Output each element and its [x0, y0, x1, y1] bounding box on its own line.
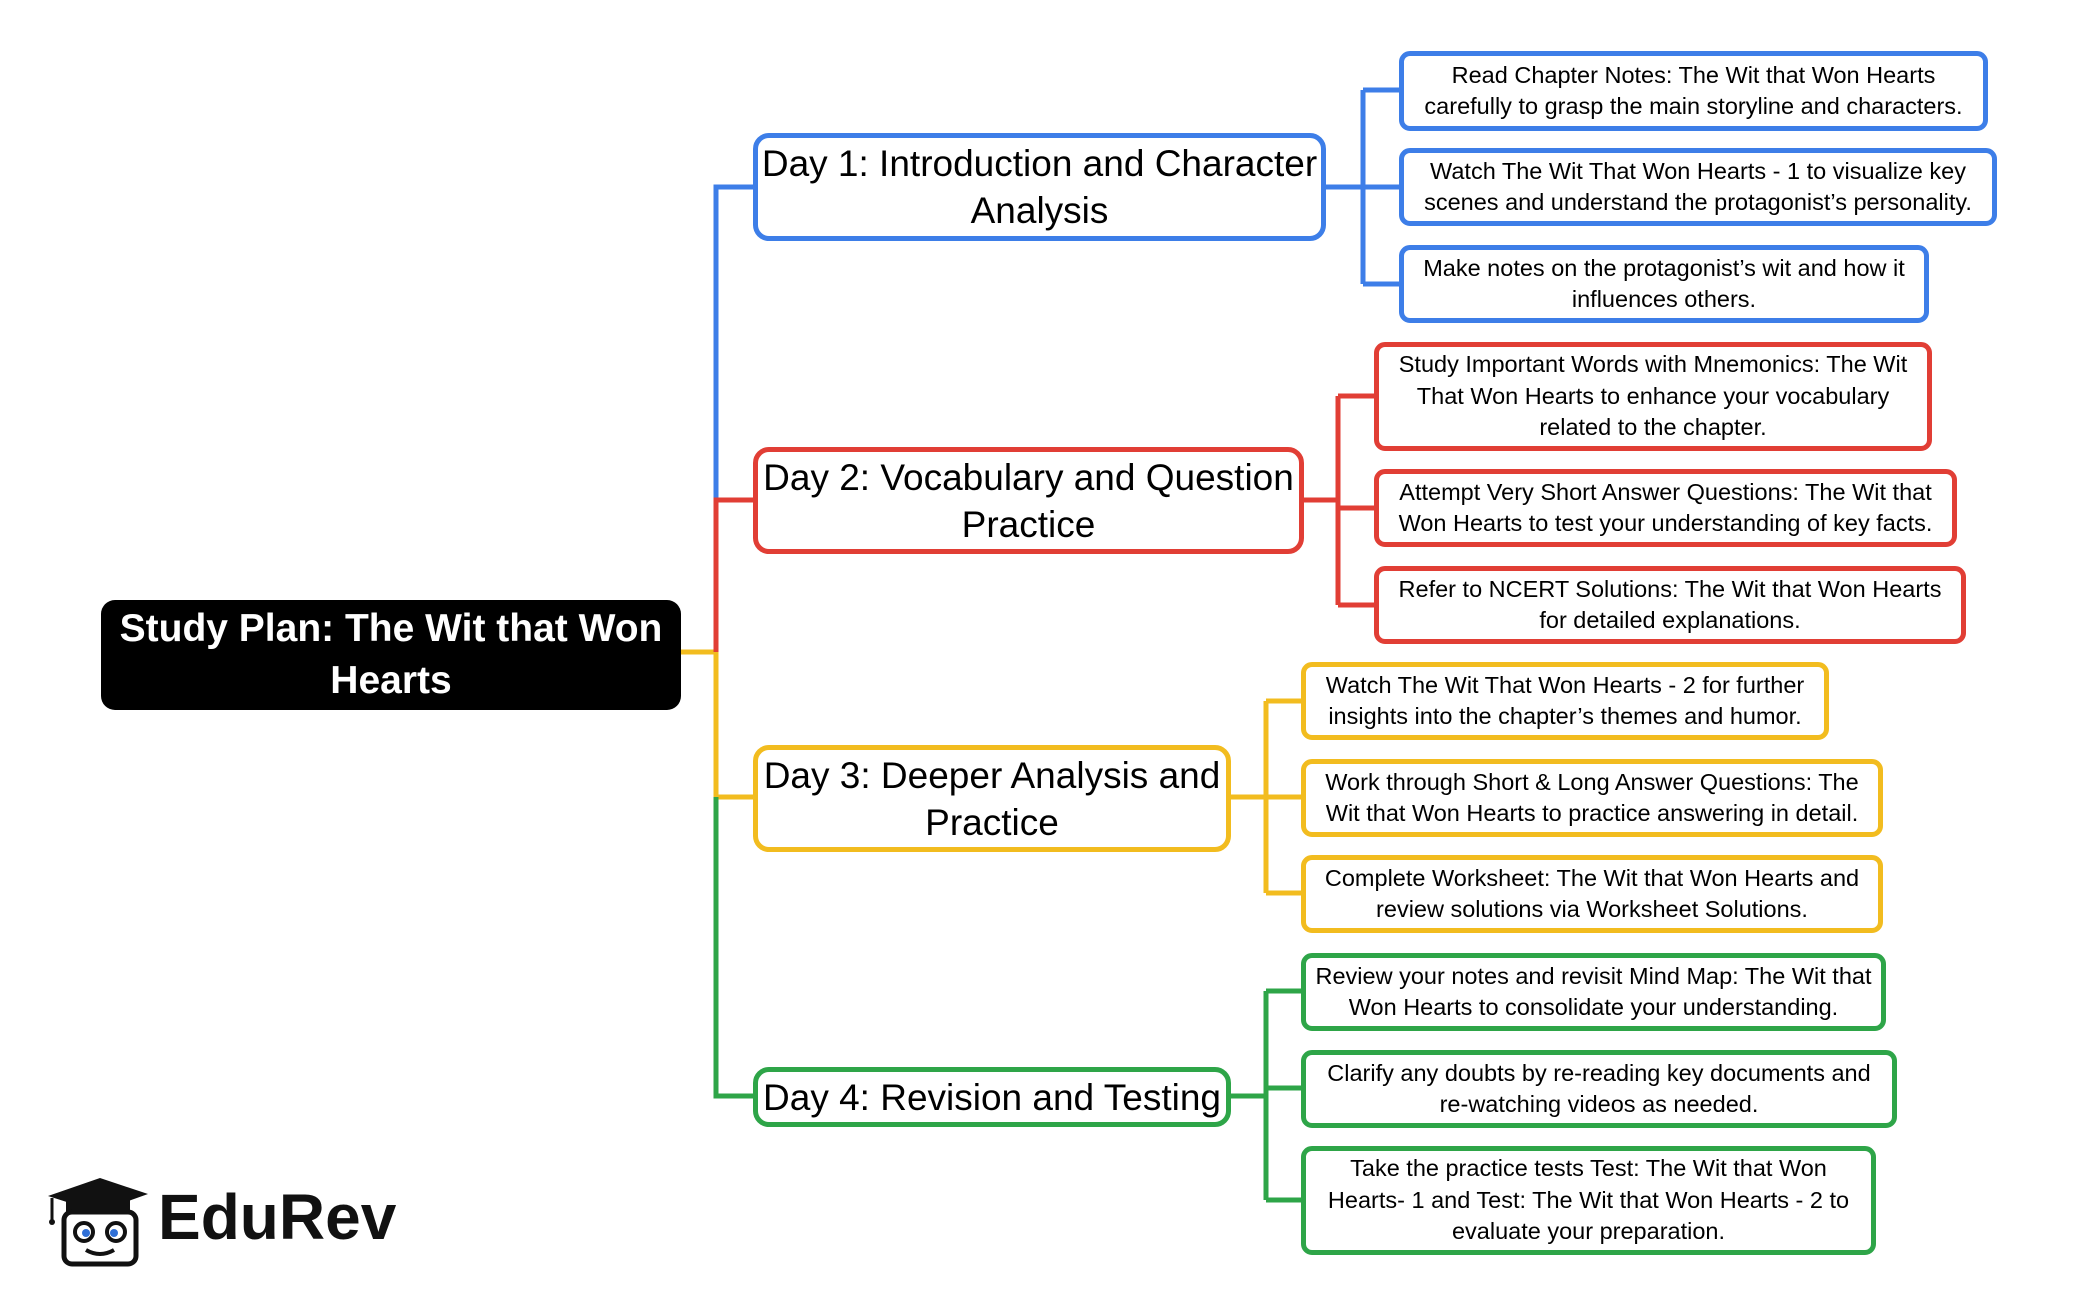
graduation-cap-mascot-icon: [48, 1178, 148, 1267]
day2-node: Day 2: Vocabulary and Question Practice: [753, 447, 1304, 554]
connector-trunk-yellow: [713, 652, 755, 800]
day1-task-1: Read Chapter Notes: The Wit that Won Hea…: [1399, 51, 1988, 131]
root-title: Study Plan: The Wit that Won Hearts: [119, 607, 663, 702]
day4-title: Day 4: Revision and Testing: [763, 1076, 1221, 1118]
day3-task-3: Complete Worksheet: The Wit that Won Hea…: [1301, 855, 1883, 933]
day3-task-2: Work through Short & Long Answer Questio…: [1301, 759, 1883, 837]
day2-task-3: Refer to NCERT Solutions: The Wit that W…: [1374, 566, 1966, 644]
day1-task-2: Watch The Wit That Won Hearts - 1 to vis…: [1399, 148, 1997, 226]
day2-title: Day 2: Vocabulary and Question Practice: [763, 456, 1294, 545]
day4-task-3: Take the practice tests Test: The Wit th…: [1301, 1146, 1876, 1255]
edurev-logo-text: EduRev: [158, 1181, 397, 1253]
day2-task-1: Study Important Words with Mnemonics: Th…: [1374, 342, 1932, 451]
day4-node: Day 4: Revision and Testing: [753, 1067, 1231, 1127]
connector-trunk-blue: [713, 184, 755, 500]
connector-trunk-green: [713, 797, 755, 1099]
day4-task-2: Clarify any doubts by re-reading key doc…: [1301, 1050, 1897, 1128]
day1-title: Day 1: Introduction and Character Analys…: [761, 143, 1318, 231]
day3-node: Day 3: Deeper Analysis and Practice: [753, 745, 1231, 852]
connector-trunk-red: [713, 497, 755, 652]
day1-node: Day 1: Introduction and Character Analys…: [753, 133, 1326, 241]
day3-task-1: Watch The Wit That Won Hearts - 2 for fu…: [1301, 662, 1829, 740]
day1-task-3: Make notes on the protagonist’s wit and …: [1399, 245, 1929, 323]
day4-task-1: Review your notes and revisit Mind Map: …: [1301, 953, 1886, 1031]
day3-title: Day 3: Deeper Analysis and Practice: [763, 754, 1221, 843]
root-node: Study Plan: The Wit that Won Hearts: [101, 600, 681, 710]
day2-task-2: Attempt Very Short Answer Questions: The…: [1374, 469, 1957, 547]
